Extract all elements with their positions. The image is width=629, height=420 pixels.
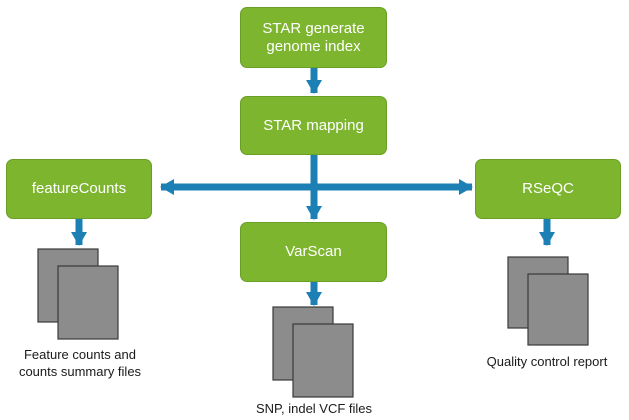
varscan-output-documents-icon	[272, 306, 354, 398]
star-mapping-node: STAR mapping	[240, 96, 387, 155]
varscan-node: VarScan	[240, 222, 387, 282]
varscan-output-label: SNP, indel VCF files	[255, 401, 373, 416]
rseqc-output-label: Quality control report	[486, 354, 608, 369]
featurecounts-output-label: Feature counts and counts summary files	[18, 347, 142, 379]
featurecounts-node: featureCounts	[6, 159, 152, 219]
rseqc-node: RSeQC	[475, 159, 621, 219]
rseqc-output-documents-icon	[507, 256, 589, 346]
featurecounts-output-documents-icon	[37, 248, 119, 340]
star-genome-index-node: STAR generate genome index	[240, 7, 387, 68]
